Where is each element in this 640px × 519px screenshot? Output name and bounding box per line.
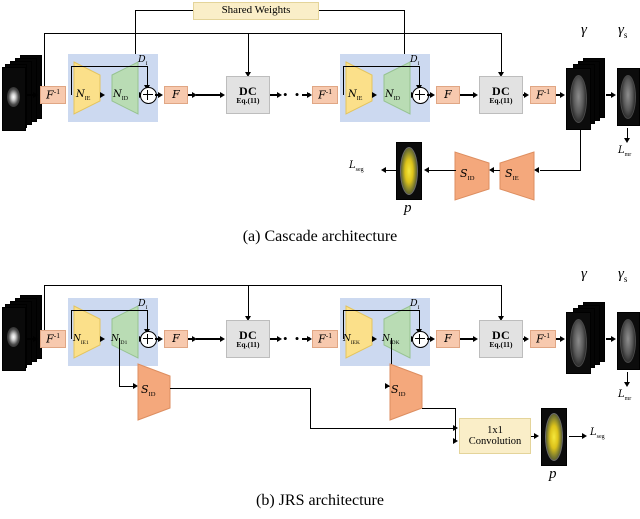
decoder-label-b-2: NIDK — [382, 334, 400, 346]
seg-decoder-trapezoid-b-2 — [389, 363, 423, 421]
final-inverse-fourier-box-a: F-1 — [530, 86, 556, 104]
prob-map-label-b: p — [549, 466, 557, 482]
encoder-label-b-2: NIEK — [343, 334, 360, 346]
loss-seg-label-a: Lseg — [349, 160, 364, 173]
encoder-trapezoid-b-2 — [345, 305, 373, 359]
data-consistency-box-b-2: DC Eq.(11) — [479, 320, 523, 358]
encoder-label-a-1: NIE — [76, 89, 91, 102]
probability-map-b — [541, 408, 569, 468]
denoiser-operator-label-b-1: DI — [138, 298, 148, 311]
seg-decoder-trapezoid-b-1 — [137, 363, 171, 421]
encoder-label-b-1: NIE1 — [73, 334, 89, 346]
input-kspace-stack-b — [2, 295, 42, 371]
caption-a: (a) Cascade architecture — [242, 228, 398, 245]
seg-encoder-trapezoid-a — [499, 151, 535, 201]
decoder-trapezoid-b-1 — [111, 305, 139, 359]
loss-seg-label-b: Lseg — [590, 427, 605, 440]
input-kspace-stack — [2, 55, 42, 131]
dc-title: DC — [239, 83, 257, 98]
loss-mr-label-a: Lmr — [618, 145, 632, 158]
denoiser-operator-label-b-2: DI — [410, 298, 420, 311]
seg-decoder-label-b-1: SID — [141, 383, 156, 399]
one-by-one-convolution-box: 1x1 Convolution — [459, 418, 531, 454]
fourier-box-a-2: F — [436, 86, 460, 104]
gamma-s-label-a: γs — [618, 22, 628, 40]
data-consistency-box-b-1: DC Eq.(11) — [226, 320, 270, 358]
prob-map-label-a: p — [404, 200, 412, 216]
decoder-trapezoid-b-2 — [383, 305, 411, 359]
ellipsis-a: • • • — [283, 87, 314, 102]
encoder-trapezoid-a-1 — [73, 61, 101, 115]
residual-adder-a-1 — [140, 87, 157, 104]
conv-line-2: Convolution — [468, 436, 522, 447]
inverse-fourier-box-b-2: F-1 — [312, 330, 338, 348]
fourier-box-b-2: F — [436, 330, 460, 348]
caption-b: (b) JRS architecture — [256, 492, 384, 509]
final-inverse-fourier-box-b: F-1 — [530, 330, 556, 348]
fourier-box-b-1: F — [164, 330, 188, 348]
seg-decoder-trapezoid-a — [454, 151, 490, 201]
ellipsis-b: • • • — [283, 331, 314, 346]
gamma-label-a: γ — [581, 22, 587, 38]
encoder-label-a-2: NIE — [348, 89, 363, 102]
inverse-fourier-symbol: F — [46, 88, 54, 102]
inverse-fourier-box-b-1: F-1 — [40, 330, 66, 348]
gamma-s-label-b: γs — [618, 266, 628, 284]
gamma-label-b: γ — [581, 266, 587, 282]
encoder-trapezoid-a-2 — [345, 61, 373, 115]
decoder-label-a-1: NID — [113, 89, 129, 102]
encoder-trapezoid-b-1 — [73, 305, 101, 359]
gamma-output-stack-a — [566, 58, 606, 130]
shared-weights-box: Shared Weights — [193, 2, 319, 20]
seg-decoder-label-b-2: SID — [391, 383, 406, 399]
data-consistency-box-a-2: DC Eq.(11) — [479, 76, 523, 114]
decoder-label-a-2: NID — [385, 89, 401, 102]
decoder-trapezoid-a-1 — [111, 61, 139, 115]
seg-decoder-label-a: SID — [460, 167, 475, 183]
gamma-output-stack-b — [566, 302, 606, 374]
denoiser-operator-label-a-1: DI — [138, 54, 148, 67]
shared-weights-label: Shared Weights — [221, 4, 291, 17]
dc-equation: Eq.(11) — [236, 96, 260, 106]
decoder-label-b-1: NID1 — [111, 334, 128, 346]
data-consistency-box-a-1: DC Eq.(11) — [226, 76, 270, 114]
conv-line-1: 1x1 — [487, 424, 503, 436]
inverse-fourier-exponent: -1 — [53, 86, 60, 96]
gamma-s-slice-a — [617, 64, 640, 126]
probability-map-a — [396, 142, 424, 202]
decoder-trapezoid-a-2 — [383, 61, 411, 115]
inverse-fourier-box-a-1: F-1 — [40, 86, 66, 104]
gamma-s-slice-b — [617, 308, 640, 370]
inverse-fourier-box-a-2: F-1 — [312, 86, 338, 104]
seg-encoder-label-a: SIE — [505, 167, 519, 183]
denoiser-operator-label-a-2: DI — [410, 54, 420, 67]
fourier-box-a-1: F — [164, 86, 188, 104]
loss-mr-label-b: Lmr — [618, 389, 632, 402]
